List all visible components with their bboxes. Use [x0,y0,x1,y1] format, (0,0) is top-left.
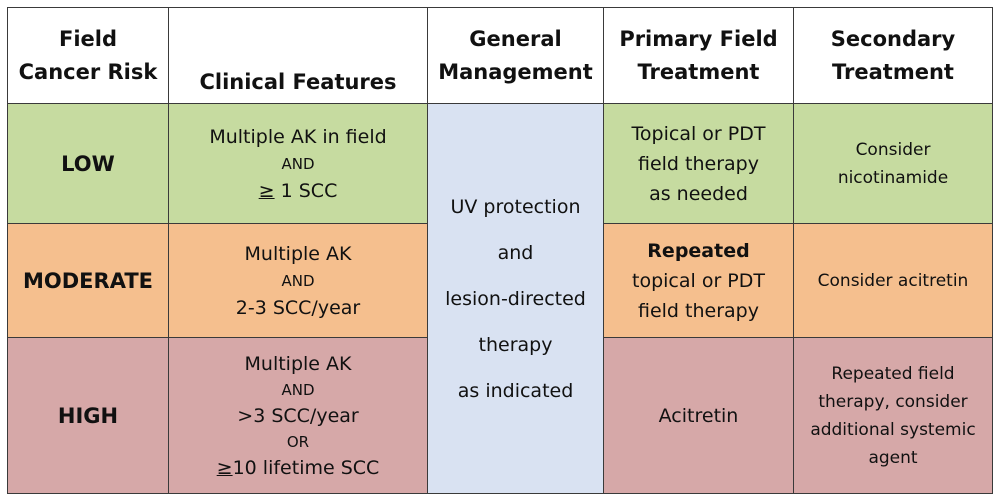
treatment-table: Field Cancer Risk Clinical Features Gene… [7,7,993,494]
header-row: Field Cancer Risk Clinical Features Gene… [7,7,993,104]
risk-high: HIGH [7,337,169,494]
secondary-high: Repeated field therapy, consider additio… [793,337,993,494]
risk-low: LOW [7,103,169,224]
primary-low: Topical or PDT field therapy as needed [603,103,794,224]
header-clinical-features: Clinical Features [168,7,428,104]
features-moderate: Multiple AK AND 2-3 SCC/year [168,223,428,338]
general-management-cell: UV protection and lesion-directed therap… [427,103,604,494]
risk-moderate: MODERATE [7,223,169,338]
row-low: LOW Multiple AK in field AND ≥ 1 SCC UV … [7,103,993,494]
secondary-low: Consider nicotinamide [793,103,993,224]
header-field-cancer-risk: Field Cancer Risk [7,7,169,104]
features-low: Multiple AK in field AND ≥ 1 SCC [168,103,428,224]
header-primary-field-treatment: Primary Field Treatment [603,7,794,104]
header-secondary-treatment: Secondary Treatment [793,7,993,104]
features-high: Multiple AK AND >3 SCC/year OR ≥10 lifet… [168,337,428,494]
primary-moderate: Repeated topical or PDT field therapy [603,223,794,338]
row-moderate: MODERATE Multiple AK AND 2-3 SCC/year Re… [7,223,993,338]
header-general-management: General Management [427,7,604,104]
primary-high: Acitretin [603,337,794,494]
row-high: HIGH Multiple AK AND >3 SCC/year OR ≥10 … [7,337,993,494]
secondary-moderate: Consider acitretin [793,223,993,338]
